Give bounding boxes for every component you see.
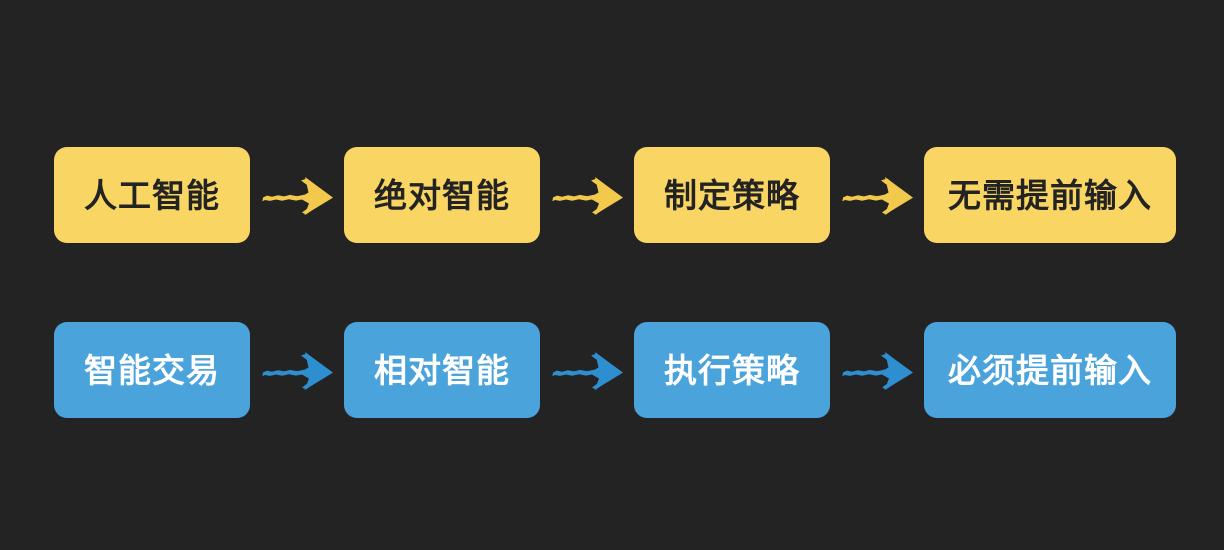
node-trade-1[interactable]: 智能交易 [54,322,250,418]
flow-row-ai: 人工智能 绝对智能 [0,147,1224,243]
arrow-trade-3 [830,322,924,418]
brush-arrow-right-icon [552,352,623,390]
node-trade-3[interactable]: 执行策略 [634,322,830,418]
arrow-trade-2 [540,322,634,418]
brush-arrow-right-icon [262,177,333,215]
arrow-trade-1 [250,322,344,418]
brush-arrow-right-icon [552,177,623,215]
node-ai-3[interactable]: 制定策略 [634,147,830,243]
node-label: 人工智能 [84,176,220,214]
brush-arrow-right-icon [842,352,913,390]
flow-row-trade: 智能交易 相对智能 [0,322,1224,418]
arrow-ai-1 [250,147,344,243]
node-ai-2[interactable]: 绝对智能 [344,147,540,243]
node-ai-1[interactable]: 人工智能 [54,147,250,243]
arrow-ai-3 [830,147,924,243]
node-label: 制定策略 [664,176,800,214]
node-trade-2[interactable]: 相对智能 [344,322,540,418]
node-trade-4[interactable]: 必须提前输入 [924,322,1176,418]
node-ai-4[interactable]: 无需提前输入 [924,147,1176,243]
brush-arrow-right-icon [842,177,913,215]
arrow-ai-2 [540,147,634,243]
brush-arrow-right-icon [262,352,333,390]
node-label: 必须提前输入 [948,351,1152,389]
node-label: 相对智能 [374,351,510,389]
node-label: 执行策略 [664,351,800,389]
node-label: 无需提前输入 [948,176,1152,214]
node-label: 绝对智能 [374,176,510,214]
node-label: 智能交易 [84,351,220,389]
